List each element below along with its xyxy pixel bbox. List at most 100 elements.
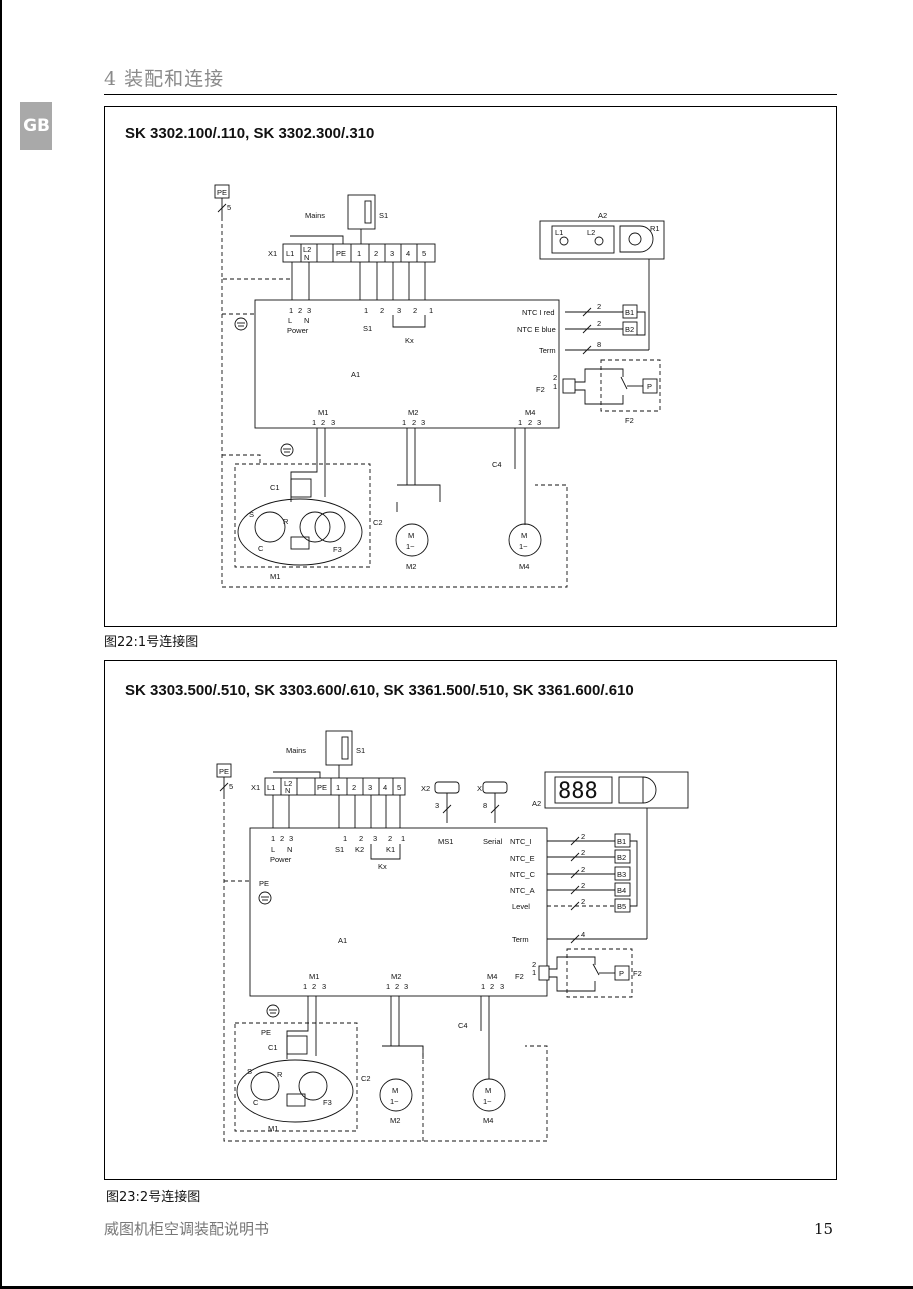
svg-text:M1: M1 — [318, 408, 328, 417]
svg-text:3: 3 — [500, 982, 504, 991]
svg-text:M2: M2 — [408, 408, 418, 417]
terminal-strip-x1 — [282, 243, 436, 263]
svg-text:2: 2 — [581, 832, 585, 841]
svg-text:PE: PE — [317, 783, 327, 792]
svg-text:2: 2 — [280, 834, 284, 843]
svg-text:8: 8 — [597, 340, 601, 349]
svg-text:M: M — [392, 1086, 398, 1095]
svg-text:2: 2 — [413, 306, 417, 315]
svg-text:3: 3 — [289, 834, 293, 843]
svg-text:Power: Power — [287, 326, 309, 335]
svg-text:2: 2 — [532, 960, 536, 969]
svg-text:M: M — [485, 1086, 491, 1095]
svg-text:3: 3 — [368, 783, 372, 792]
svg-text:3: 3 — [404, 982, 408, 991]
svg-text:1: 1 — [312, 418, 316, 427]
svg-text:2: 2 — [380, 306, 384, 315]
svg-text:3: 3 — [537, 418, 541, 427]
svg-text:C1: C1 — [270, 483, 280, 492]
page-number: 15 — [814, 1220, 834, 1238]
svg-text:S1: S1 — [356, 746, 365, 755]
header-rule — [104, 94, 837, 95]
svg-text:B2: B2 — [617, 853, 626, 862]
svg-text:S1: S1 — [379, 211, 388, 220]
svg-text:Kx: Kx — [378, 862, 387, 871]
svg-text:C1: C1 — [268, 1043, 278, 1052]
svg-text:1~: 1~ — [406, 542, 415, 551]
svg-text:A1: A1 — [338, 936, 347, 945]
figure1-wiring-diagram: PE 5 Mains S1 X1 L1 L2 N PE 1 2 3 4 5 — [214, 184, 665, 588]
svg-text:888: 888 — [558, 779, 598, 804]
svg-text:5: 5 — [227, 203, 231, 212]
svg-text:C: C — [258, 544, 264, 553]
svg-text:5: 5 — [397, 783, 401, 792]
svg-text:1~: 1~ — [390, 1097, 399, 1106]
svg-text:K2: K2 — [355, 845, 364, 854]
svg-text:3: 3 — [390, 249, 394, 258]
svg-text:X1: X1 — [251, 783, 260, 792]
svg-text:C2: C2 — [361, 1074, 371, 1083]
svg-text:1~: 1~ — [519, 542, 528, 551]
svg-text:1: 1 — [401, 834, 405, 843]
svg-text:C4: C4 — [458, 1021, 468, 1030]
svg-text:1~: 1~ — [483, 1097, 492, 1106]
svg-text:A2: A2 — [598, 211, 607, 220]
svg-text:B5: B5 — [617, 902, 626, 911]
svg-text:M4: M4 — [525, 408, 535, 417]
svg-text:3: 3 — [331, 418, 335, 427]
svg-text:8: 8 — [483, 801, 487, 810]
svg-text:PE: PE — [261, 1028, 271, 1037]
page-border-bottom — [0, 1286, 913, 1289]
svg-text:2: 2 — [597, 319, 601, 328]
svg-text:Serial: Serial — [483, 837, 503, 846]
figure2-title: SK 3303.500/.510, SK 3303.600/.610, SK 3… — [125, 682, 634, 699]
figure1-frame: SK 3302.100/.110, SK 3302.300/.310 PE 5 … — [104, 106, 837, 627]
svg-text:2: 2 — [359, 834, 363, 843]
svg-text:2: 2 — [395, 982, 399, 991]
svg-text:1: 1 — [336, 783, 340, 792]
svg-text:NTC_I: NTC_I — [510, 837, 532, 846]
svg-text:PE: PE — [219, 767, 229, 776]
svg-text:3: 3 — [421, 418, 425, 427]
motor-m4 — [508, 523, 542, 557]
svg-text:1: 1 — [303, 982, 307, 991]
svg-text:C2: C2 — [373, 518, 383, 527]
svg-text:PE: PE — [336, 249, 346, 258]
svg-text:Mains: Mains — [286, 746, 306, 755]
svg-text:M: M — [408, 531, 414, 540]
svg-text:1: 1 — [289, 306, 293, 315]
svg-text:Level: Level — [512, 902, 530, 911]
svg-text:L1: L1 — [286, 249, 294, 258]
svg-text:B3: B3 — [617, 870, 626, 879]
svg-text:1: 1 — [532, 968, 536, 977]
svg-text:5: 5 — [229, 782, 233, 791]
svg-text:L1: L1 — [555, 228, 563, 237]
svg-text:Term: Term — [512, 935, 529, 944]
svg-text:NTC_A: NTC_A — [510, 886, 535, 895]
svg-text:3: 3 — [373, 834, 377, 843]
svg-text:1: 1 — [357, 249, 361, 258]
svg-text:3: 3 — [397, 306, 401, 315]
svg-text:1: 1 — [343, 834, 347, 843]
svg-text:4: 4 — [383, 783, 387, 792]
svg-text:N: N — [285, 786, 290, 795]
svg-text:A2: A2 — [532, 799, 541, 808]
svg-text:S1: S1 — [363, 324, 372, 333]
svg-text:L2: L2 — [303, 245, 311, 254]
svg-text:1: 1 — [429, 306, 433, 315]
svg-text:2: 2 — [388, 834, 392, 843]
a1-label: A1 — [351, 370, 360, 379]
svg-text:2: 2 — [312, 982, 316, 991]
svg-text:M1: M1 — [270, 572, 280, 581]
svg-text:2: 2 — [298, 306, 302, 315]
svg-text:P: P — [619, 969, 624, 978]
svg-text:M2: M2 — [406, 562, 416, 571]
svg-text:3: 3 — [322, 982, 326, 991]
svg-text:Kx: Kx — [405, 336, 414, 345]
svg-text:S1: S1 — [335, 845, 344, 854]
svg-text:2: 2 — [412, 418, 416, 427]
svg-text:2: 2 — [581, 848, 585, 857]
svg-text:1: 1 — [364, 306, 368, 315]
svg-text:L2: L2 — [587, 228, 595, 237]
figure1-caption: 图22:1号连接图 — [104, 635, 199, 650]
